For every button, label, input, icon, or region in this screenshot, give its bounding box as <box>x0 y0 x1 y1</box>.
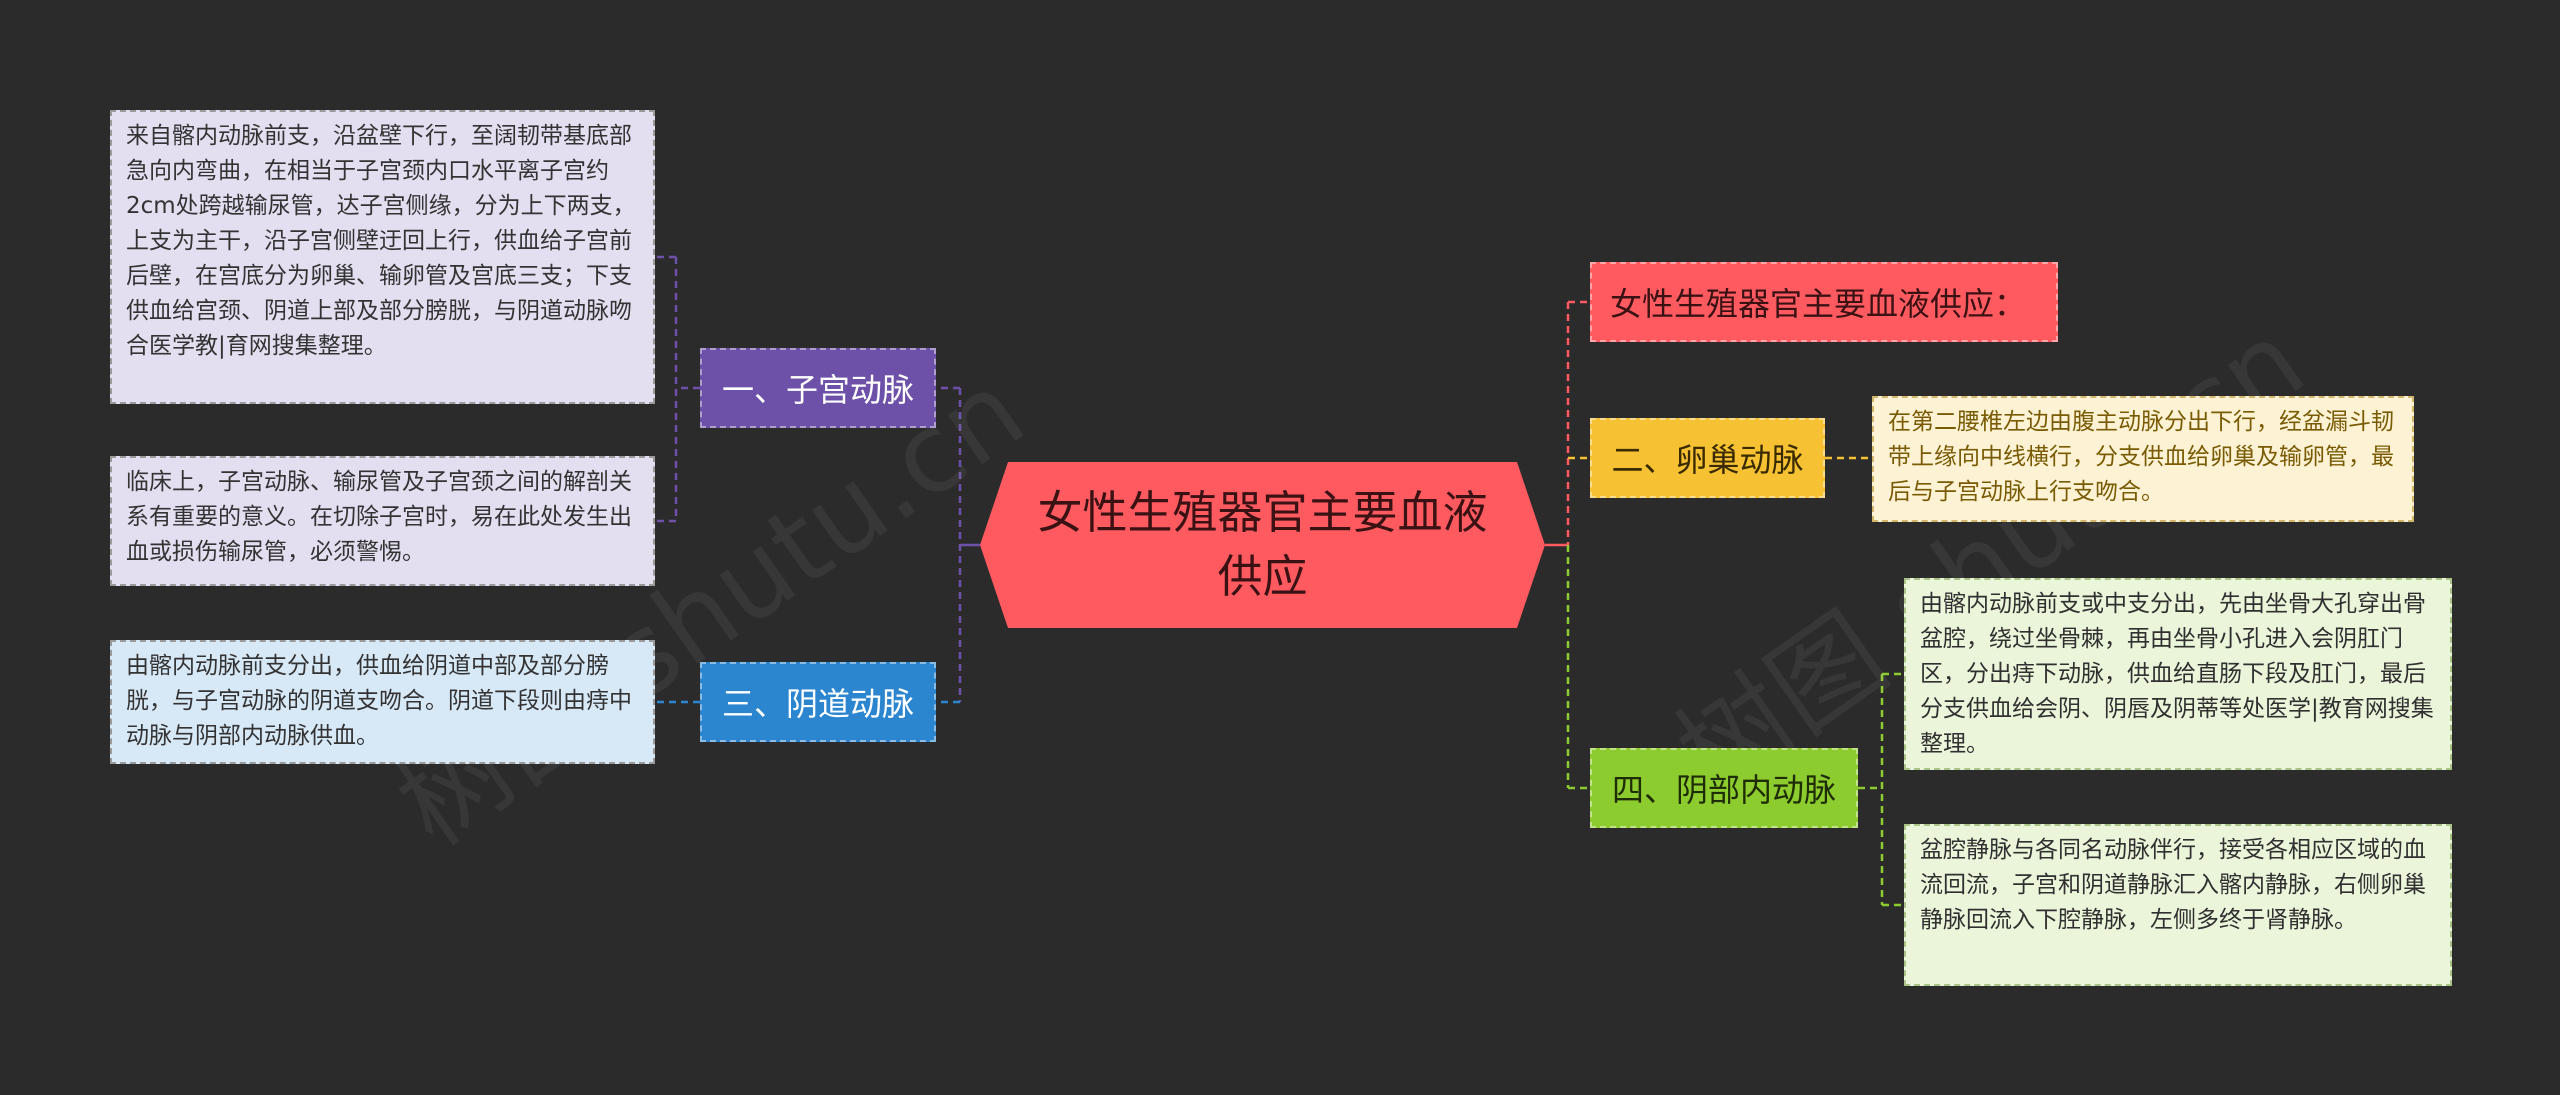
leaf-vaginal-artery[interactable]: 由髂内动脉前支分出，供血给阴道中部及部分膀胱，与子宫动脉的阴道支吻合。阴道下段则… <box>110 640 655 764</box>
leaf-ovarian-artery[interactable]: 在第二腰椎左边由腹主动脉分出下行，经盆漏斗韧带上缘向中线横行，分支供血给卵巢及输… <box>1872 396 2414 522</box>
leaf-pelvic-veins[interactable]: 盆腔静脉与各同名动脉伴行，接受各相应区域的血流回流，子宫和阴道静脉汇入髂内静脉，… <box>1904 824 2452 986</box>
leaf-internal-pudendal-artery[interactable]: 由髂内动脉前支或中支分出，先由坐骨大孔穿出骨盆腔，绕过坐骨棘，再由坐骨小孔进入会… <box>1904 578 2452 770</box>
branch-uterine-artery[interactable]: 一、子宫动脉 <box>700 348 936 428</box>
leaf-uterine-artery-clinical[interactable]: 临床上，子宫动脉、输尿管及子宫颈之间的解剖关系有重要的意义。在切除子宫时，易在此… <box>110 456 655 586</box>
central-topic[interactable]: 女性生殖器官主要血液供应 <box>980 462 1545 628</box>
branch-vaginal-artery[interactable]: 三、阴道动脉 <box>700 662 936 742</box>
branch-summary-title[interactable]: 女性生殖器官主要血液供应： <box>1590 262 2058 342</box>
branch-ovarian-artery[interactable]: 二、卵巢动脉 <box>1590 418 1825 498</box>
branch-internal-pudendal-artery[interactable]: 四、阴部内动脉 <box>1590 748 1858 828</box>
leaf-uterine-artery-course[interactable]: 来自髂内动脉前支，沿盆壁下行，至阔韧带基底部急向内弯曲，在相当于子宫颈内口水平离… <box>110 110 655 404</box>
